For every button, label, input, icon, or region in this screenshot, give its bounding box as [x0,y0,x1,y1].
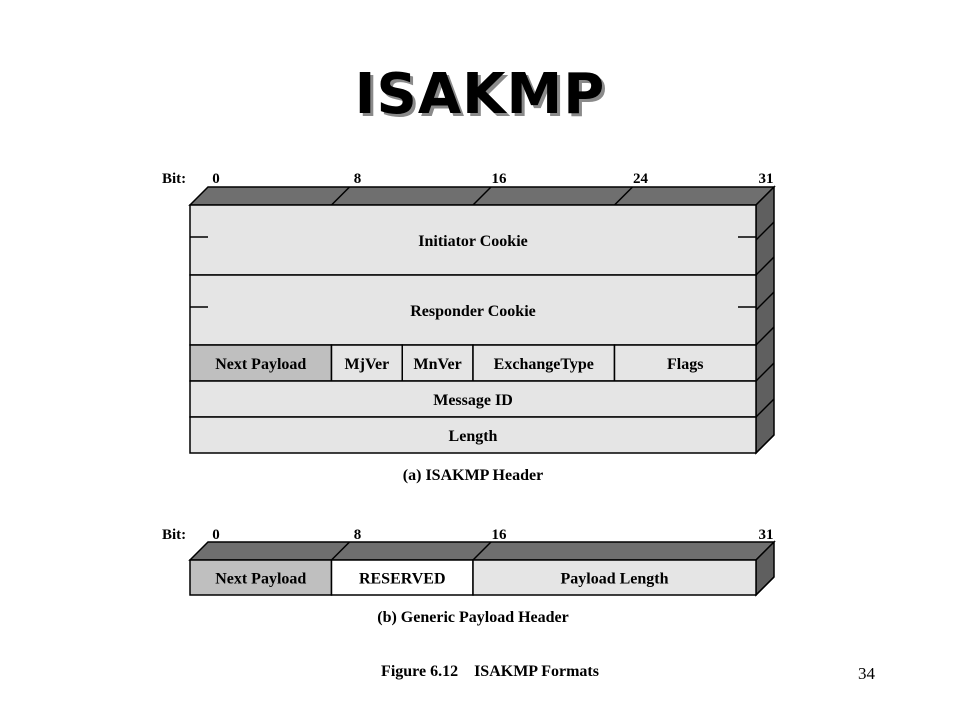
header-bit-tick-31: 31 [759,171,774,187]
header-side-divider-1 [755,326,775,346]
generic-field-label-0-2: Payload Length [560,571,668,588]
generic-top-divider-16 [472,541,492,561]
generic-side-divider-0 [755,576,775,596]
generic-field-label-0-1: RESERVED [359,571,446,588]
header-side-divider-4 [755,434,775,454]
header-field-label-2-4: Flags [667,356,703,373]
header-field-label-2-1: MjVer [345,356,390,373]
header-field-label-4-0: Length [449,428,498,445]
header-side-divider-2 [755,362,775,382]
header-field-label-3-0: Message ID [433,392,513,409]
generic-bit-tick-31: 31 [759,527,774,543]
generic-bit-tick-16: 16 [492,527,508,543]
generic-bit-label: Bit: [162,527,186,543]
header-field-label-2-0: Next Payload [215,356,306,373]
header-bit-tick-8: 8 [354,171,362,187]
generic-caption: (b) Generic Payload Header [377,609,569,626]
header-side-divider-3 [755,398,775,418]
slide-title: ISAKMP [354,62,606,127]
header-bit-tick-0: 0 [212,171,220,187]
generic-top-divider-8 [330,541,351,561]
header-field-label-0-0: Initiator Cookie [418,233,527,250]
header-side-face [755,185,775,455]
generic-bit-tick-8: 8 [354,527,362,543]
header-bit-label: Bit: [162,171,186,187]
header-caption: (a) ISAKMP Header [403,467,543,484]
header-field-label-2-2: MnVer [413,356,461,373]
header-top-divider-16 [472,186,492,206]
header-bit-tick-16: 16 [492,171,508,187]
page-number: 34 [858,664,875,683]
header-field-1-0 [189,274,757,346]
header-side-divider-0 [755,256,775,276]
generic-field-0-2 [472,559,757,596]
header-bit-tick-24: 24 [633,171,649,187]
header-field-2-1 [330,344,403,382]
header-top-divider-24 [613,186,634,206]
generic-field-label-0-0: Next Payload [215,571,306,588]
header-side-mid-divider-0 [755,221,775,241]
header-field-0-0 [189,204,757,276]
generic-field-0-1 [330,559,474,596]
header-field-2-2 [401,344,474,382]
generic-bit-tick-0: 0 [212,527,220,543]
header-top-divider-8 [330,186,351,206]
header-field-4-0 [189,416,757,454]
header-side-mid-divider-1 [755,291,775,311]
header-field-2-3 [472,344,616,382]
header-field-label-1-0: Responder Cookie [410,303,536,320]
figure-caption: Figure 6.12 ISAKMP Formats [381,663,599,680]
header-field-label-2-3: ExchangeType [494,356,594,373]
